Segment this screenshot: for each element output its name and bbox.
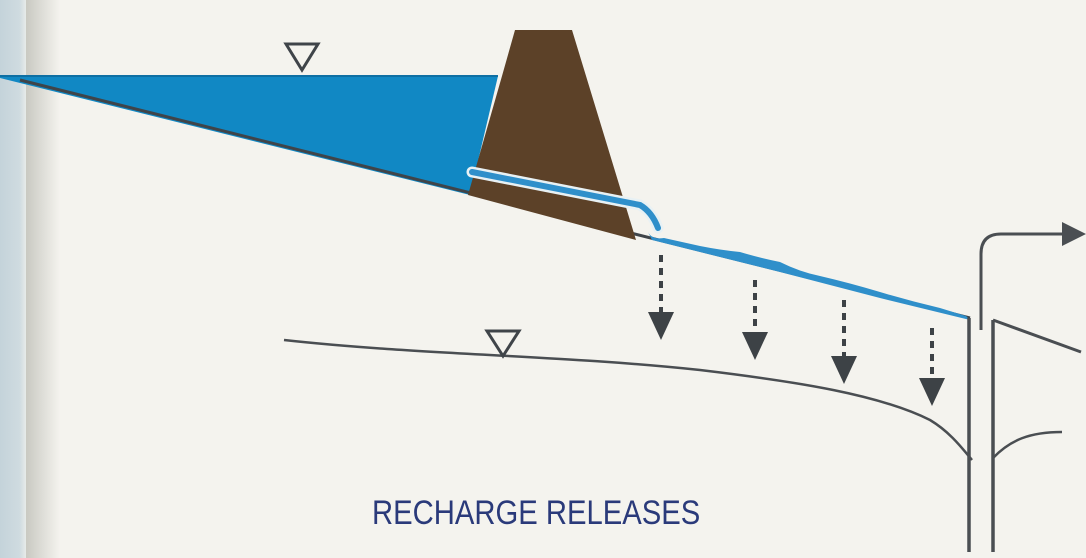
- left-panel-strip: [0, 0, 26, 558]
- outlet-pipe-water: [469, 169, 661, 231]
- recharge-arrow-3: [831, 300, 857, 384]
- dam: [468, 30, 636, 240]
- ground-surface-right: [992, 318, 1082, 354]
- recharge-arrow-4: [919, 328, 945, 406]
- dashed-down-arrow-icon: [831, 300, 857, 384]
- recharge-arrow-1: [648, 255, 674, 340]
- water-table-right: [992, 430, 1063, 459]
- caption-recharge-releases: RECHARGE RELEASES: [372, 494, 701, 532]
- dashed-down-arrow-icon: [919, 328, 945, 406]
- well: [967, 222, 1086, 552]
- dashed-down-arrow-icon: [648, 255, 674, 340]
- released-water-flow: [648, 232, 970, 320]
- right-arrow-icon: [1062, 222, 1086, 246]
- water-table-line: [283, 338, 973, 461]
- recharge-arrow-2: [742, 280, 768, 360]
- dashed-down-arrow-icon: [742, 280, 768, 360]
- water-level-triangle-icon: [484, 329, 522, 359]
- well-discharge-pipe: [979, 232, 1066, 330]
- water-level-triangle-icon: [283, 42, 321, 73]
- left-panel-shadow: [26, 0, 60, 558]
